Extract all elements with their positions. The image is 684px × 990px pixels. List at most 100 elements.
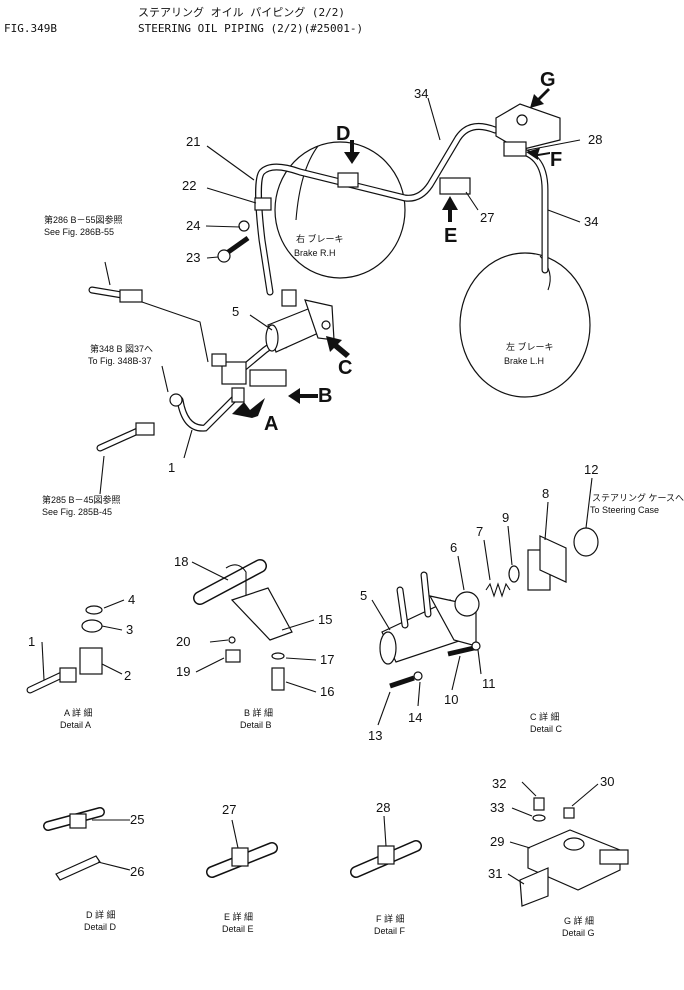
callout-2: 2 xyxy=(124,668,131,683)
detail-f-parts xyxy=(350,840,422,878)
detail-e-label-jp: E 詳 細 xyxy=(224,911,253,922)
figure-number: FIG.349B xyxy=(4,22,57,35)
clamp-22 xyxy=(254,197,272,211)
ref-285b-jp: 第285 B－45図参照 xyxy=(42,494,121,505)
view-letter-f: F xyxy=(550,149,562,171)
detail-g-parts xyxy=(519,797,629,907)
callout-31: 31 xyxy=(488,866,502,881)
brake-rh-label-jp: 右 ブレーキ xyxy=(296,233,344,244)
view-letter-c: C xyxy=(338,357,352,379)
view-letter-g: G xyxy=(540,69,556,91)
detail-e-parts xyxy=(206,842,278,878)
view-letter-d: D xyxy=(336,123,350,145)
callout-15: 15 xyxy=(318,612,332,627)
detail-d-parts xyxy=(43,807,105,881)
callout-5: 5 xyxy=(232,304,239,319)
ref-286b: See Fig. 286B-55 xyxy=(44,227,114,237)
view-letter-a: A xyxy=(264,413,278,435)
detail-g-label-jp: G 詳 細 xyxy=(564,915,594,926)
title-english: STEERING OIL PIPING (2/2)(#25001-) xyxy=(138,22,364,35)
detail-c-parts xyxy=(379,527,599,689)
callout-30: 30 xyxy=(600,774,614,789)
view-arrow-f xyxy=(526,148,550,160)
brake-lh-drum xyxy=(459,252,591,398)
view-arrow-e xyxy=(442,196,458,222)
detail-d-label-jp: D 詳 細 xyxy=(86,909,116,920)
callout-5-detail: 5 xyxy=(360,588,367,603)
bolt-23 xyxy=(217,220,250,263)
view-letter-e: E xyxy=(444,225,457,247)
callout-26: 26 xyxy=(130,864,144,879)
callout-28-detail: 28 xyxy=(376,800,390,815)
ref-286b-jp: 第286 B－55図参照 xyxy=(44,214,123,225)
detail-b-parts xyxy=(193,559,293,691)
callout-27: 27 xyxy=(480,210,494,225)
callout-9: 9 xyxy=(502,510,509,525)
callout-1-detail: 1 xyxy=(28,634,35,649)
detail-a-label: Detail A xyxy=(60,720,91,730)
view-arrow-d xyxy=(344,140,360,164)
steering-case: To Steering Case xyxy=(590,505,659,515)
leader-348b xyxy=(141,301,209,363)
brake-lh-label: Brake L.H xyxy=(504,356,544,366)
detail-e-leader xyxy=(231,819,239,849)
callout-1: 1 xyxy=(168,460,175,475)
steering-case-jp: ステアリング ケースへ xyxy=(592,492,684,503)
detail-b-label-jp: B 詳 細 xyxy=(244,707,273,718)
brake-rh-label: Brake R.H xyxy=(294,248,336,258)
clamp-d xyxy=(337,172,359,188)
callout-3: 3 xyxy=(126,622,133,637)
pipe-34-lower xyxy=(506,146,549,274)
callout-10: 10 xyxy=(444,692,458,707)
fitting-cluster-ab xyxy=(211,353,287,403)
callout-16: 16 xyxy=(320,684,334,699)
detail-c-leaders xyxy=(371,477,593,726)
callout-23: 23 xyxy=(186,250,200,265)
callout-13: 13 xyxy=(368,728,382,743)
view-arrow-c xyxy=(326,336,350,358)
callout-12: 12 xyxy=(584,462,598,477)
detail-g-leaders xyxy=(507,781,599,885)
block-g xyxy=(495,103,561,151)
callout-34-upper: 34 xyxy=(414,86,428,101)
ref-285b: See Fig. 285B-45 xyxy=(42,507,112,517)
valve-body-5 xyxy=(265,299,335,353)
callout-25: 25 xyxy=(130,812,144,827)
view-arrow-b xyxy=(288,388,318,404)
fitting-upper-pipe21 xyxy=(281,289,297,307)
view-arrows xyxy=(232,88,550,418)
callout-34-lower: 34 xyxy=(584,214,598,229)
detail-d-label: Detail D xyxy=(84,922,117,932)
detail-a-label-jp: A 詳 細 xyxy=(64,707,93,718)
detail-a-leaders xyxy=(41,599,125,681)
pipe-21 xyxy=(255,122,499,296)
callout-14: 14 xyxy=(408,710,422,725)
detail-b-leaders xyxy=(191,561,317,693)
view-arrow-g xyxy=(530,88,550,108)
callout-18: 18 xyxy=(174,554,188,569)
callout-29: 29 xyxy=(490,834,504,849)
hose-ref-285b xyxy=(96,393,183,452)
ref-348b-jp: 第348 B 図37へ xyxy=(90,343,153,354)
callout-20: 20 xyxy=(176,634,190,649)
callout-8: 8 xyxy=(542,486,549,501)
view-letter-b: B xyxy=(318,385,332,407)
detail-a-parts xyxy=(26,605,103,694)
callout-leaders-main xyxy=(99,97,581,495)
callout-33: 33 xyxy=(490,800,504,815)
pipe-1 xyxy=(176,394,239,432)
view-arrow-a xyxy=(232,398,265,418)
detail-c-label-jp: C 詳 細 xyxy=(530,711,560,722)
clamp-27 xyxy=(439,177,471,195)
detail-f-leader xyxy=(383,815,387,847)
callout-11: 11 xyxy=(482,676,496,691)
detail-e-label: Detail E xyxy=(222,924,254,934)
callout-32: 32 xyxy=(492,776,506,791)
callout-22: 22 xyxy=(182,178,196,193)
callout-27-detail: 27 xyxy=(222,802,236,817)
brake-lh-label-jp: 左 ブレーキ xyxy=(506,341,554,352)
detail-b-label: Detail B xyxy=(240,720,272,730)
callout-19: 19 xyxy=(176,664,190,679)
